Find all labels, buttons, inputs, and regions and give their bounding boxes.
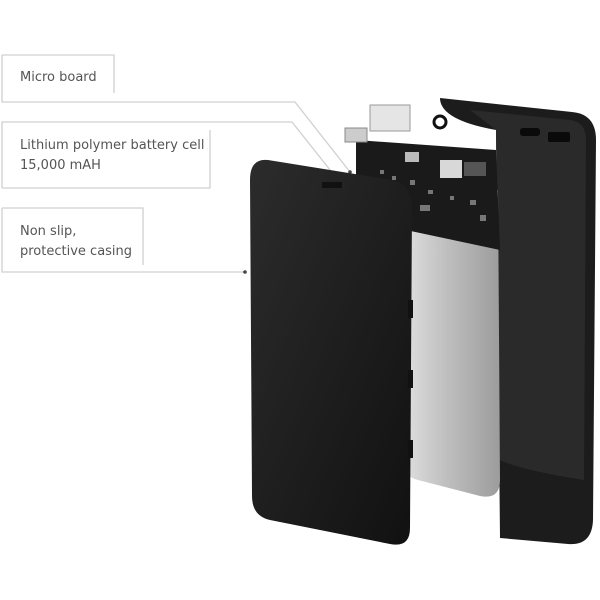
callout-casing: Non slip, protective casing — [20, 222, 132, 262]
casing-leader — [2, 207, 144, 265]
back-casing — [432, 98, 596, 545]
callout-text: Lithium polymer battery cell — [20, 138, 205, 153]
callout-text: Non slip, — [20, 224, 77, 239]
battery-leader — [1, 121, 339, 188]
callout-battery-cell: Lithium polymer battery cell 15,000 mAH — [20, 136, 204, 176]
leader-lines — [1, 54, 351, 273]
callout-text: protective casing — [20, 244, 133, 259]
front-casing — [250, 159, 413, 545]
micro-board — [344, 104, 500, 250]
callout-micro-board: Micro board — [20, 68, 97, 88]
battery-cell — [398, 170, 500, 497]
callout-capacity: 15,000 mAH — [20, 158, 101, 173]
callout-text: Micro board — [20, 70, 97, 85]
micro-board-leader — [2, 54, 115, 93]
